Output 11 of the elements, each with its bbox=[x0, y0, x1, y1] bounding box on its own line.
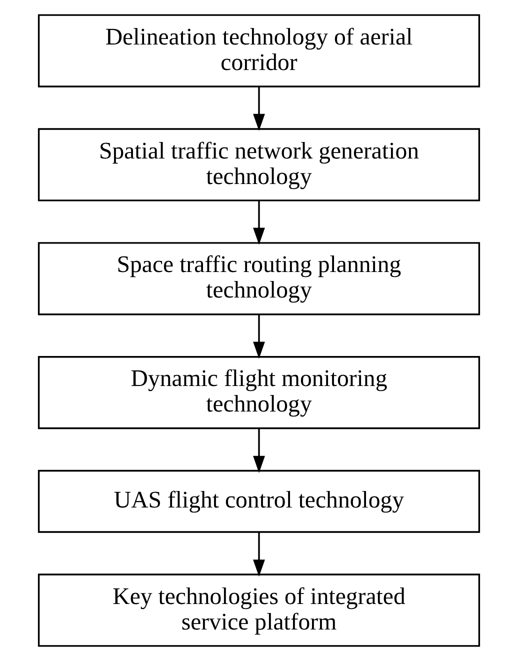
arrow bbox=[252, 532, 264, 577]
node-box: Delineation technology of aerial corridor bbox=[37, 14, 480, 88]
arrow bbox=[252, 86, 264, 131]
node-box: Key technologies of integrated service platform bbox=[37, 574, 480, 647]
node-box: Space traffic routing planning technology bbox=[37, 242, 480, 316]
node-box: Spatial traffic network generation technology bbox=[37, 128, 480, 202]
node-box: UAS flight control technology bbox=[37, 470, 480, 533]
node-box: Dynamic flight monitoring technology bbox=[37, 356, 480, 430]
arrow bbox=[252, 200, 264, 245]
arrow bbox=[252, 314, 264, 359]
arrow bbox=[252, 428, 264, 473]
